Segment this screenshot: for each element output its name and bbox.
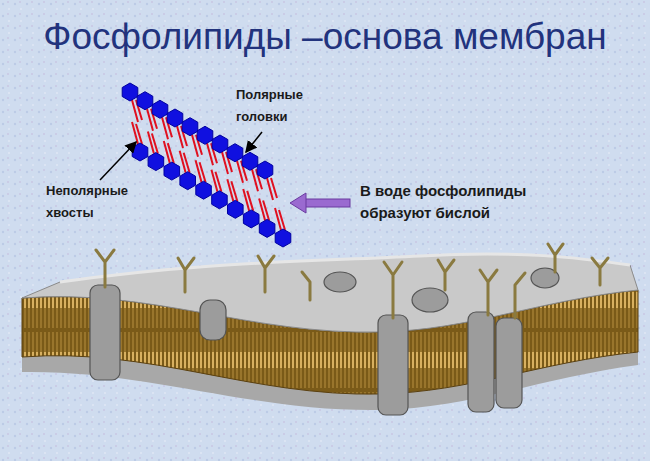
bilayer-scheme: [122, 83, 291, 247]
pointer-arrow: [290, 193, 350, 213]
leader-line: [246, 132, 262, 152]
heads-label: Полярные головки: [236, 84, 328, 128]
glycocalyx-chains: [96, 244, 608, 318]
membrane-slab: [22, 254, 638, 410]
diagram-title: Фосфолипиды –основа мембран: [0, 16, 650, 58]
tails-label: Неполярные хвосты: [46, 180, 146, 224]
leader-line: [100, 142, 136, 180]
bilayer-note: В воде фосфолипиды образуют бислой: [360, 180, 540, 224]
membrane-proteins: [90, 268, 559, 415]
